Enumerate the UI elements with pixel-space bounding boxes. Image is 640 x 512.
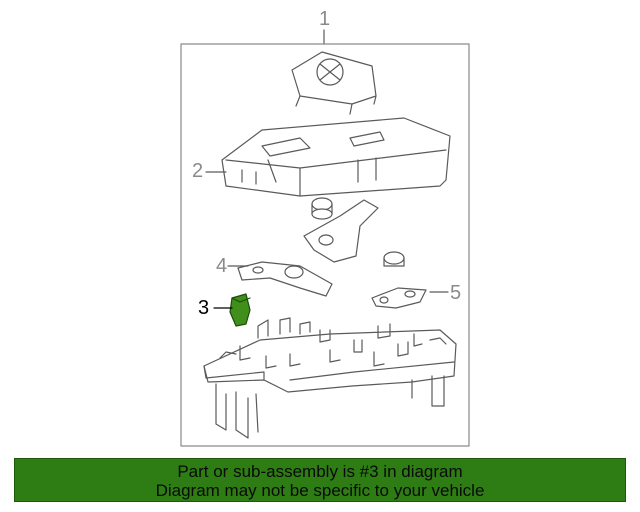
top-cap-part bbox=[291, 51, 377, 115]
nut-and-bracket-part bbox=[303, 197, 405, 267]
banner-line-1: Part or sub-assembly is #3 in diagram bbox=[177, 462, 463, 481]
info-banner: Part or sub-assembly is #3 in diagram Di… bbox=[14, 458, 626, 502]
fuse-box-base-part bbox=[203, 317, 457, 439]
diagram-frame bbox=[180, 43, 470, 447]
bus-bar-part-4 bbox=[237, 261, 333, 297]
parts-diagram bbox=[180, 29, 470, 447]
terminal-part-5 bbox=[371, 287, 427, 309]
callout-3-label: 3 bbox=[198, 297, 210, 319]
fuse-box-cover-part bbox=[221, 117, 451, 197]
banner-line-2: Diagram may not be specific to your vehi… bbox=[155, 481, 485, 500]
fuse-part-3 bbox=[229, 293, 251, 327]
callout-4-label: 4 bbox=[216, 255, 228, 277]
callout-2-label: 2 bbox=[192, 160, 204, 182]
callout-5-label: 5 bbox=[450, 282, 462, 304]
callout-1-label: 1 bbox=[319, 8, 331, 30]
